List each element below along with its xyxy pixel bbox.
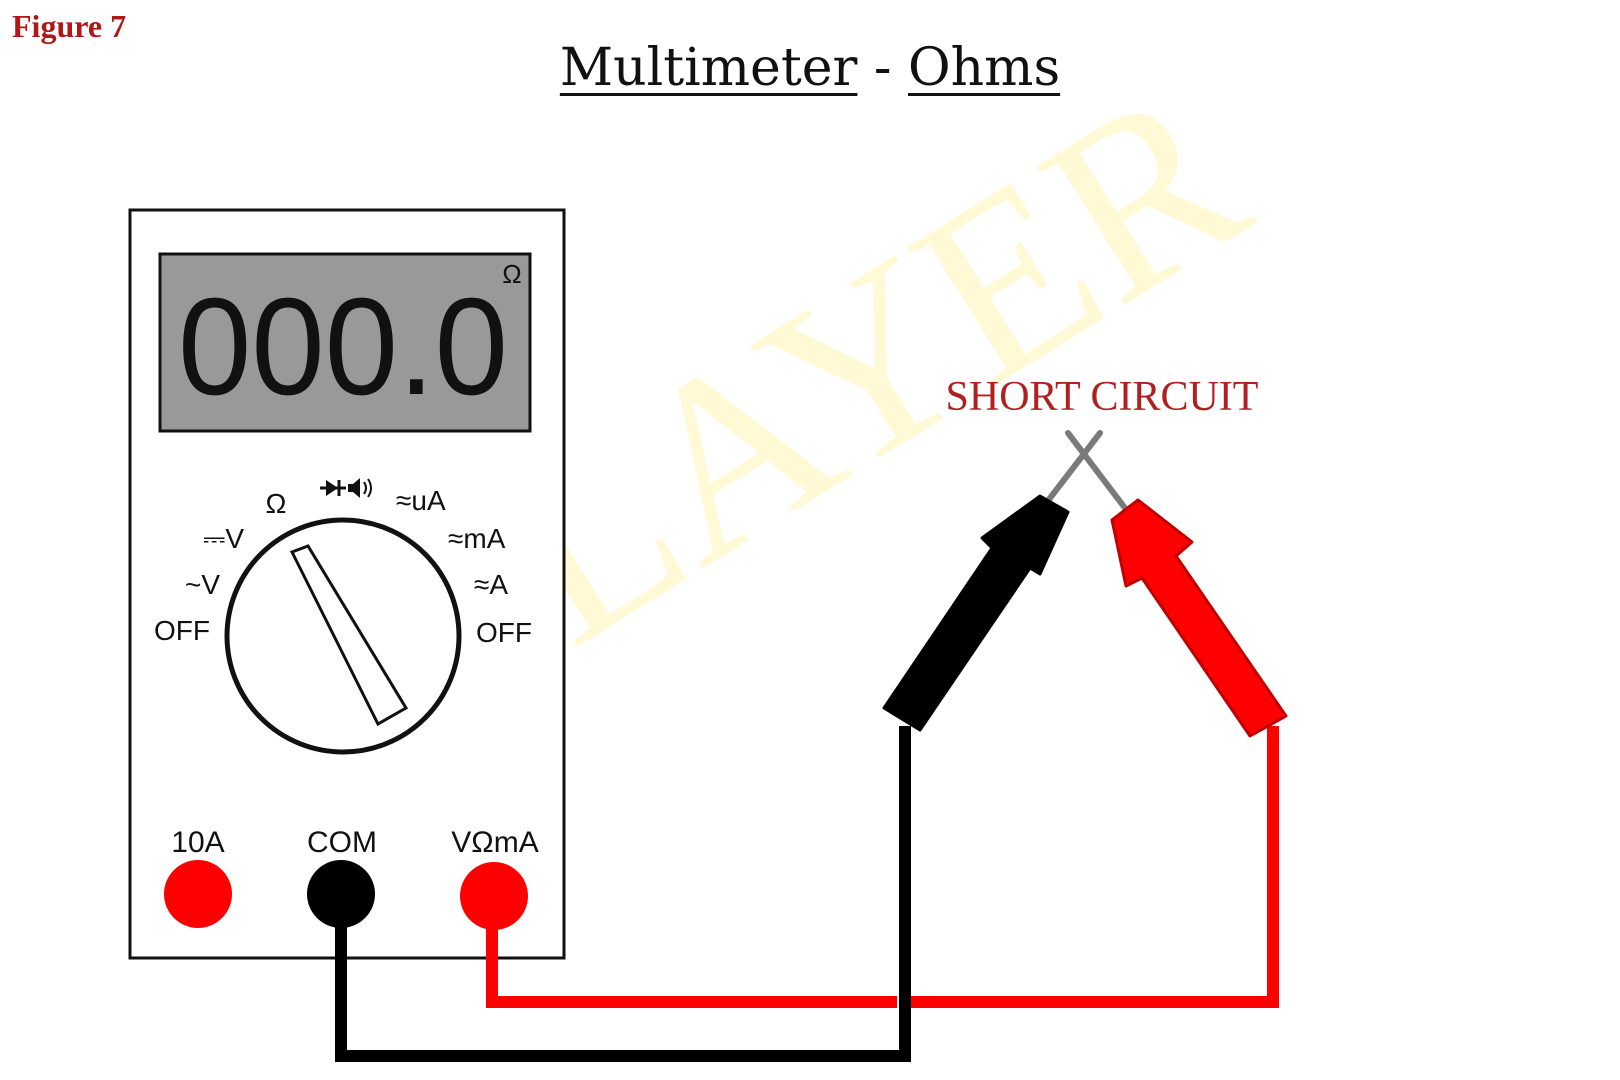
black-test-lead-wire bbox=[335, 726, 911, 1062]
dial-label-milli-amps: ≈mA bbox=[448, 523, 506, 554]
jack-label-v-ohm-ma: VΩmA bbox=[451, 826, 538, 859]
jack-com[interactable] bbox=[307, 860, 375, 928]
dial-label-ohm: Ω bbox=[266, 488, 287, 519]
red-test-probe bbox=[1110, 498, 1288, 738]
title-ohms: Ohms bbox=[908, 38, 1061, 98]
red-test-lead-wire bbox=[486, 726, 1279, 1008]
title-multimeter: Multimeter bbox=[559, 38, 858, 98]
dial-label-off-left: OFF bbox=[154, 615, 210, 646]
red-probe-tip bbox=[1065, 430, 1131, 515]
black-test-probe bbox=[882, 494, 1070, 732]
dial-label-ac-volts: ~V bbox=[185, 569, 220, 600]
meter-display bbox=[158, 252, 532, 433]
display-unit: Ω bbox=[502, 259, 521, 289]
diode-continuity-icon bbox=[320, 478, 372, 498]
jack-label-10a: 10A bbox=[171, 826, 224, 859]
jack-10a[interactable] bbox=[164, 860, 232, 928]
dial-label-off-right: OFF bbox=[476, 617, 532, 648]
jack-label-com: COM bbox=[307, 826, 377, 859]
dial-label-amps: ≈A bbox=[474, 569, 508, 600]
black-probe-tip bbox=[1044, 430, 1103, 505]
page-title: Multimeter - Ohms bbox=[0, 38, 1620, 98]
short-circuit-label: SHORT CIRCUIT bbox=[946, 374, 1259, 420]
display-reading: 000.0 bbox=[178, 270, 508, 424]
figure-label: Figure 7 bbox=[12, 8, 127, 44]
dial-label-dc-volts: ⎓V bbox=[203, 523, 244, 554]
title-separator: - bbox=[857, 38, 909, 98]
jack-v-ohm-ma[interactable] bbox=[460, 862, 528, 930]
selector-pointer bbox=[289, 544, 409, 727]
dial-label-micro-amps: ≈uA bbox=[396, 485, 446, 516]
